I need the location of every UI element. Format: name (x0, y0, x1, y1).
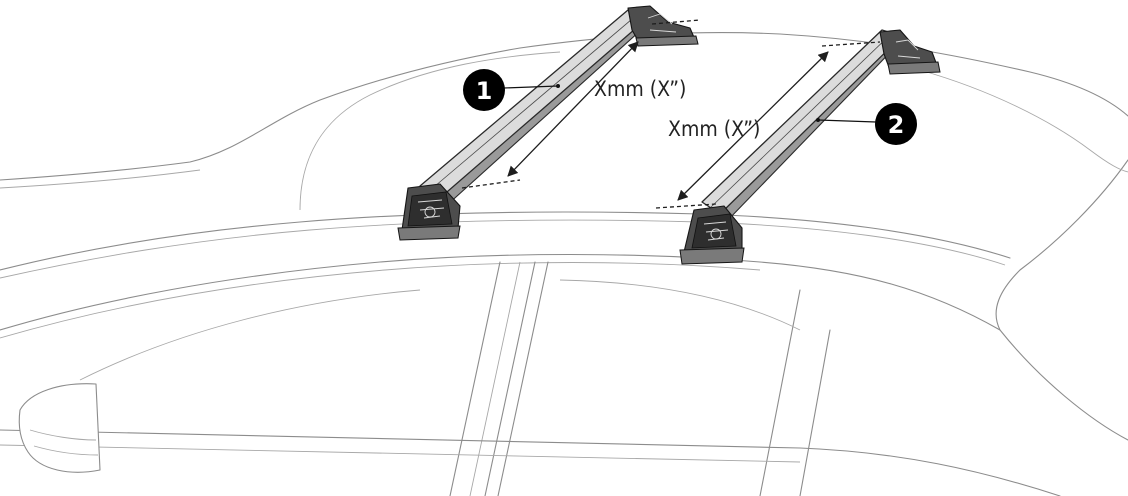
dimension-2 (655, 41, 881, 209)
bar-1-front-foot (397, 183, 461, 241)
crossbar-1 (397, 5, 699, 241)
bar-2-front-foot (679, 205, 745, 265)
callout-2-number: 2 (888, 111, 905, 139)
bar-2-rear-foot (879, 29, 941, 75)
callout-2: 2 (816, 103, 917, 145)
callout-1-circle (463, 69, 505, 111)
measurement-label-1: Xmm (X”) (594, 77, 686, 101)
callout-1-number: 1 (476, 77, 493, 105)
callout-2-circle (875, 103, 917, 145)
bar-1-rear-foot (627, 5, 699, 47)
dimension-1 (461, 19, 701, 189)
car-outline (0, 31, 1128, 496)
callout-1: 1 (463, 69, 560, 111)
measurement-label-2: Xmm (X”) (668, 117, 760, 141)
